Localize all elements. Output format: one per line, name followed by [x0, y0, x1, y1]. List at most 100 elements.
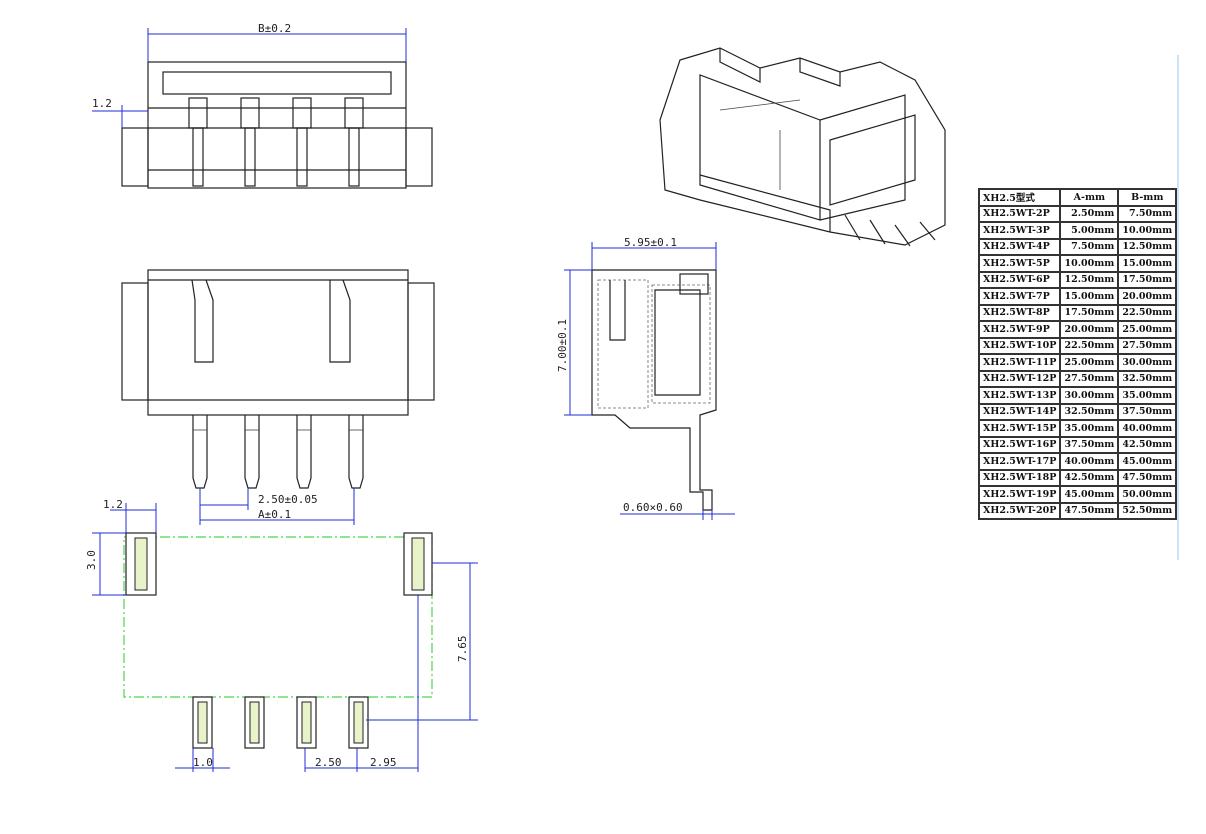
table-cell: 12.50mm [1117, 237, 1178, 256]
table-cell: 27.50mm [1117, 336, 1178, 355]
table-cell: 27.50mm [1059, 369, 1120, 388]
dim-side-depth: 5.95±0.1 [624, 236, 677, 249]
table-header-cell: B-mm [1117, 188, 1178, 207]
table-cell: 22.50mm [1117, 303, 1178, 322]
front-pin [192, 415, 208, 489]
dim-edge-offset: 2.95 [370, 756, 397, 769]
table-cell: 12.50mm [1059, 270, 1120, 289]
table-cell: 35.00mm [1059, 419, 1120, 438]
table-cell: 35.00mm [1117, 386, 1178, 405]
table-cell: XH2.5WT-16P [977, 435, 1062, 454]
table-cell: 20.00mm [1117, 287, 1178, 306]
dim-small-pad-width: 1.0 [193, 756, 213, 769]
dim-pin-pitch: 2.50±0.05 [258, 493, 318, 506]
table-cell: 15.00mm [1117, 254, 1178, 273]
table-cell: 20.00mm [1059, 320, 1120, 339]
table-cell: 17.50mm [1117, 270, 1178, 289]
table-cell: XH2.5WT-11P [977, 353, 1062, 372]
table-cell: 25.00mm [1059, 353, 1120, 372]
table-cell: 15.00mm [1059, 287, 1120, 306]
table-cell: 10.00mm [1059, 254, 1120, 273]
isometric-view [659, 47, 946, 247]
dim-top-side: 1.2 [92, 97, 112, 110]
table-cell: 47.50mm [1059, 501, 1120, 520]
top-pin-lead [296, 127, 308, 187]
table-cell: XH2.5WT-12P [977, 369, 1062, 388]
dim-pin-section: 0.60×0.60 [623, 501, 683, 514]
table-header-cell: A-mm [1059, 188, 1120, 207]
table-cell: 40.00mm [1117, 419, 1178, 438]
top-pin [344, 97, 364, 129]
table-cell: XH2.5WT-20P [977, 501, 1062, 520]
table-cell: 47.50mm [1117, 468, 1178, 487]
table-cell: 22.50mm [1059, 336, 1120, 355]
top-pin-lead [192, 127, 204, 187]
table-cell: XH2.5WT-2P [977, 204, 1062, 223]
front-pin [244, 415, 260, 489]
table-cell: 10.00mm [1117, 221, 1178, 240]
front-pin [296, 415, 312, 489]
top-pin-lead [244, 127, 256, 187]
table-header-cell: XH2.5型式 [977, 188, 1062, 207]
dim-side-height: 7.00±0.1 [556, 319, 569, 372]
table-cell: XH2.5WT-3P [977, 221, 1062, 240]
table-cell: 25.00mm [1117, 320, 1178, 339]
table-cell: XH2.5WT-4P [977, 237, 1062, 256]
table-cell: XH2.5WT-19P [977, 485, 1062, 504]
table-cell: 40.00mm [1059, 452, 1120, 471]
front-view: 2.50±0.05 A±0.1 [121, 269, 435, 525]
table-cell: XH2.5WT-8P [977, 303, 1062, 322]
table-cell: 45.00mm [1117, 452, 1178, 471]
table-cell: XH2.5WT-14P [977, 402, 1062, 421]
top-pin [240, 97, 260, 129]
table-cell: 30.00mm [1117, 353, 1178, 372]
table-cell: 7.50mm [1117, 204, 1178, 223]
dim-b: B±0.2 [258, 22, 291, 35]
table-cell: 5.00mm [1059, 221, 1120, 240]
table-cell: XH2.5WT-6P [977, 270, 1062, 289]
table-cell: XH2.5WT-13P [977, 386, 1062, 405]
table-cell: 45.00mm [1059, 485, 1120, 504]
table-cell: XH2.5WT-9P [977, 320, 1062, 339]
top-pin [292, 97, 312, 129]
table-cell: 32.50mm [1117, 369, 1178, 388]
dim-pad-depth: 7.65 [456, 636, 469, 663]
dim-a: A±0.1 [258, 508, 291, 521]
table-cell: XH2.5WT-7P [977, 287, 1062, 306]
table-cell: 7.50mm [1059, 237, 1120, 256]
table-cell: 50.00mm [1117, 485, 1178, 504]
top-pin [188, 97, 208, 129]
table-cell: XH2.5WT-18P [977, 468, 1062, 487]
table-cell: 32.50mm [1059, 402, 1120, 421]
table-cell: 42.50mm [1117, 435, 1178, 454]
top-pin-lead [348, 127, 360, 187]
table-cell: 17.50mm [1059, 303, 1120, 322]
pcb-footprint: 1.2 3.0 7.65 1.0 2.50 2.95 [85, 498, 478, 772]
table-cell: 37.50mm [1059, 435, 1120, 454]
table-cell: 37.50mm [1117, 402, 1178, 421]
table-cell: 42.50mm [1059, 468, 1120, 487]
front-pin [348, 415, 364, 489]
dim-pad-width: 1.2 [103, 498, 123, 511]
